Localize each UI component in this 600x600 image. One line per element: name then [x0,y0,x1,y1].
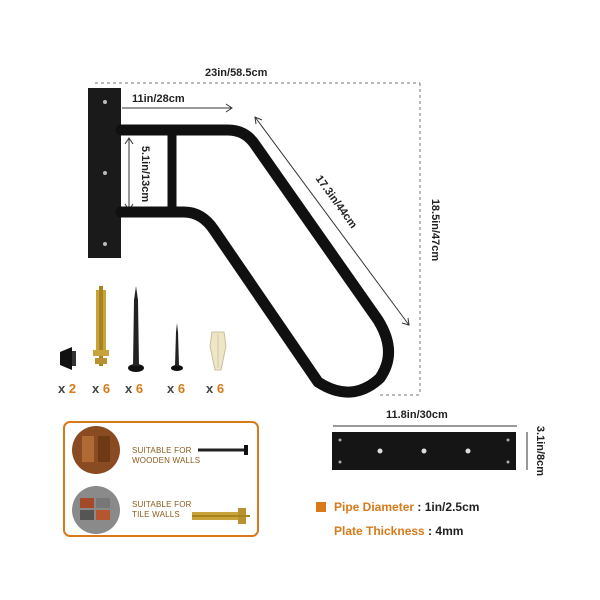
spec-bullet-icon [316,502,326,512]
dimension-lines [95,82,528,470]
plate-height-label: 3.1in/8cm [534,425,546,477]
qty-short-screw: x 6 [167,381,186,396]
panel-wood-screw-icon [198,445,248,455]
top-bar-length-label: 11in/28cm [132,93,185,105]
wood-screw-icon [128,286,144,372]
expansion-bolt-icon [93,286,109,366]
qty-screw-cap: x 2 [58,381,77,396]
handrail-bar [115,124,394,398]
screw-cap-icon [60,347,76,370]
short-screw-icon [171,323,183,371]
qty-wood-screw: x 6 [125,381,144,396]
suitability-panel [63,421,259,537]
mounting-plate [332,432,516,470]
bar-spacing-label: 5.1in/13cm [139,145,151,203]
plate-length-label: 11.8in/30cm [386,409,448,421]
total-height-label: 18.5in/47cm [429,198,441,262]
spec-plate-thickness: Plate Thickness : 4mm [334,524,464,538]
wooden-wall-photo [72,426,120,474]
spec-pipe-diameter: Pipe Diameter : 1in/2.5cm [316,500,479,514]
total-width-label: 23in/58.5cm [205,67,268,79]
qty-expansion-bolt: x 6 [92,381,111,396]
wall-plate [88,88,121,258]
panel-expansion-bolt-icon [192,508,250,524]
wall-anchor-icon [209,331,227,371]
qty-wall-anchor: x 6 [206,381,225,396]
